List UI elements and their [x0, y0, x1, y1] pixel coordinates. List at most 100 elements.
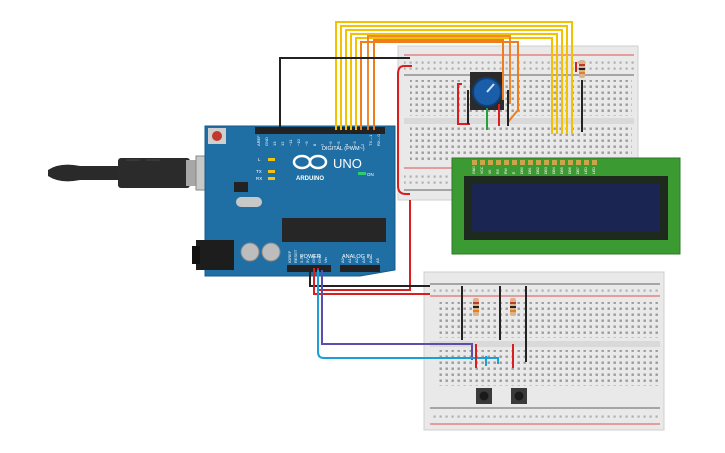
lcd-pin-label: DB7: [576, 167, 580, 174]
digital-pin-label: ~5: [336, 141, 341, 146]
digital-pin-label: ~9: [304, 141, 309, 146]
digital-header: [255, 127, 385, 134]
led-l-label: L: [258, 157, 261, 162]
power-pin-label: Vin: [323, 257, 328, 263]
lcd-pin[interactable]: [536, 160, 541, 165]
arduino-logo-icon: [292, 154, 328, 170]
lcd-pin-label: DB1: [528, 167, 532, 174]
wire-pot-red[interactable]: [457, 83, 470, 125]
on-label: ON: [367, 172, 374, 177]
digital-pin-label: AREF: [256, 135, 261, 146]
power-pin-label: RESET: [293, 249, 298, 263]
lcd-pin[interactable]: [496, 160, 501, 165]
analog-label: ANALOG IN: [342, 254, 372, 260]
lcd-pin[interactable]: [592, 160, 597, 165]
resistor-button-2[interactable]: [510, 298, 516, 316]
resistor-button-1[interactable]: [473, 298, 479, 316]
usb-cable[interactable]: [48, 155, 229, 191]
reset-button[interactable]: [208, 128, 226, 144]
digital-pin-label: RX←0: [376, 133, 381, 146]
lcd-pin[interactable]: [568, 160, 573, 165]
lcd-pin[interactable]: [480, 160, 485, 165]
board-logo-text: ARDUINO: [296, 176, 324, 182]
digital-pin-label: 13: [272, 141, 277, 146]
digital-pin-label: TX→1: [368, 134, 373, 146]
wire-button-1[interactable]: [321, 270, 473, 360]
analog-pin-label: A4: [368, 257, 373, 263]
capacitor: [240, 242, 260, 262]
digital-pin-label: 7: [320, 143, 325, 146]
lcd-pin-row: GND VCC V0 RS RW E DB0 DB1 DB2 DB3 DB4 DB5 DB6 DB7 LED…: [472, 160, 597, 174]
digital-pin-label: 4: [344, 143, 349, 146]
wire-bundle-digital[interactable]: [335, 21, 573, 134]
atmega-chip: [282, 218, 386, 242]
lcd-pin-label: VCC: [480, 166, 484, 174]
lcd-pin-label: DB5: [560, 167, 564, 174]
power-pin-label: 3.3V: [299, 254, 304, 263]
digital-pin-label: 8: [312, 143, 317, 146]
wire-5v[interactable]: [397, 65, 412, 195]
lcd-pin[interactable]: [504, 160, 509, 165]
wire-gnd-bottom[interactable]: [309, 268, 430, 287]
potentiometer[interactable]: [470, 72, 504, 110]
digital-pin-label: 12: [280, 141, 285, 146]
digital-pin-label: GND: [264, 137, 269, 146]
lcd-pin[interactable]: [584, 160, 589, 165]
lcd-pin-label: DB6: [568, 167, 572, 174]
power-pin-label: 5V: [305, 258, 310, 263]
analog-header: [340, 265, 380, 272]
power-jack: [196, 240, 234, 270]
wire-gnd-top[interactable]: [279, 57, 410, 130]
lcd-pin[interactable]: [552, 160, 557, 165]
analog-pin-label: A5: [375, 257, 380, 263]
lcd-pin[interactable]: [520, 160, 525, 165]
push-button-2[interactable]: [511, 388, 527, 404]
lcd-pin-label: DB3: [544, 167, 548, 174]
led-rx-label: RX: [256, 176, 262, 181]
analog-pin-label: A1: [347, 257, 352, 263]
lcd-pin[interactable]: [544, 160, 549, 165]
lcd-pin[interactable]: [560, 160, 565, 165]
resistor-top[interactable]: [579, 60, 585, 78]
lcd-pin-label: E: [512, 171, 516, 174]
push-button-1[interactable]: [476, 388, 492, 404]
lcd-pin-label: RS: [496, 168, 500, 174]
lcd-pin[interactable]: [488, 160, 493, 165]
digital-pin-label: ~3: [352, 141, 357, 146]
led-tx-label: TX: [256, 169, 262, 174]
lcd-pin-label: DB0: [520, 167, 524, 174]
lcd-pin[interactable]: [528, 160, 533, 165]
digital-pin-label: ~10: [296, 138, 301, 146]
lcd-pin-label: LED: [592, 167, 596, 174]
analog-pin-label: A2: [354, 257, 359, 263]
capacitor: [261, 242, 281, 262]
lcd-pin-label: RW: [504, 168, 508, 174]
analog-pin-label: A0: [340, 257, 345, 263]
crystal: [236, 197, 262, 207]
lcd-pin-label: LED: [584, 167, 588, 174]
lcd-pin[interactable]: [576, 160, 581, 165]
lcd-pin[interactable]: [512, 160, 517, 165]
digital-label: DIGITAL (PWM~): [322, 146, 365, 152]
arduino-uno-board[interactable]: UNO ARDUINO DIGITAL (PWM~) POWER ANALOG …: [192, 125, 396, 277]
lcd-pin-label: DB2: [536, 167, 540, 174]
power-pin-label: GND: [317, 254, 322, 263]
wire-5v-bottom[interactable]: [313, 268, 430, 295]
power-label: POWER: [300, 254, 321, 260]
analog-pin-label: A3: [361, 257, 366, 263]
lcd-pin-label: V0: [488, 170, 492, 174]
lcd-pin-label: DB4: [552, 167, 556, 174]
lcd-pin-label: GND: [472, 166, 476, 174]
breadboard-bottom[interactable]: [423, 271, 665, 431]
power-pin-label: GND: [311, 254, 316, 263]
digital-pin-label: 2: [360, 143, 365, 146]
power-pin-label: IOREF: [287, 250, 292, 263]
lcd-pin[interactable]: [472, 160, 477, 165]
digital-pin-label: ~11: [288, 139, 293, 146]
lcd-16x2-module[interactable]: GND VCC V0 RS RW E DB0 DB1 DB2 DB3 DB4 DB5 DB6 DB7 LED…: [451, 157, 681, 255]
wire-button-2[interactable]: [317, 270, 499, 364]
